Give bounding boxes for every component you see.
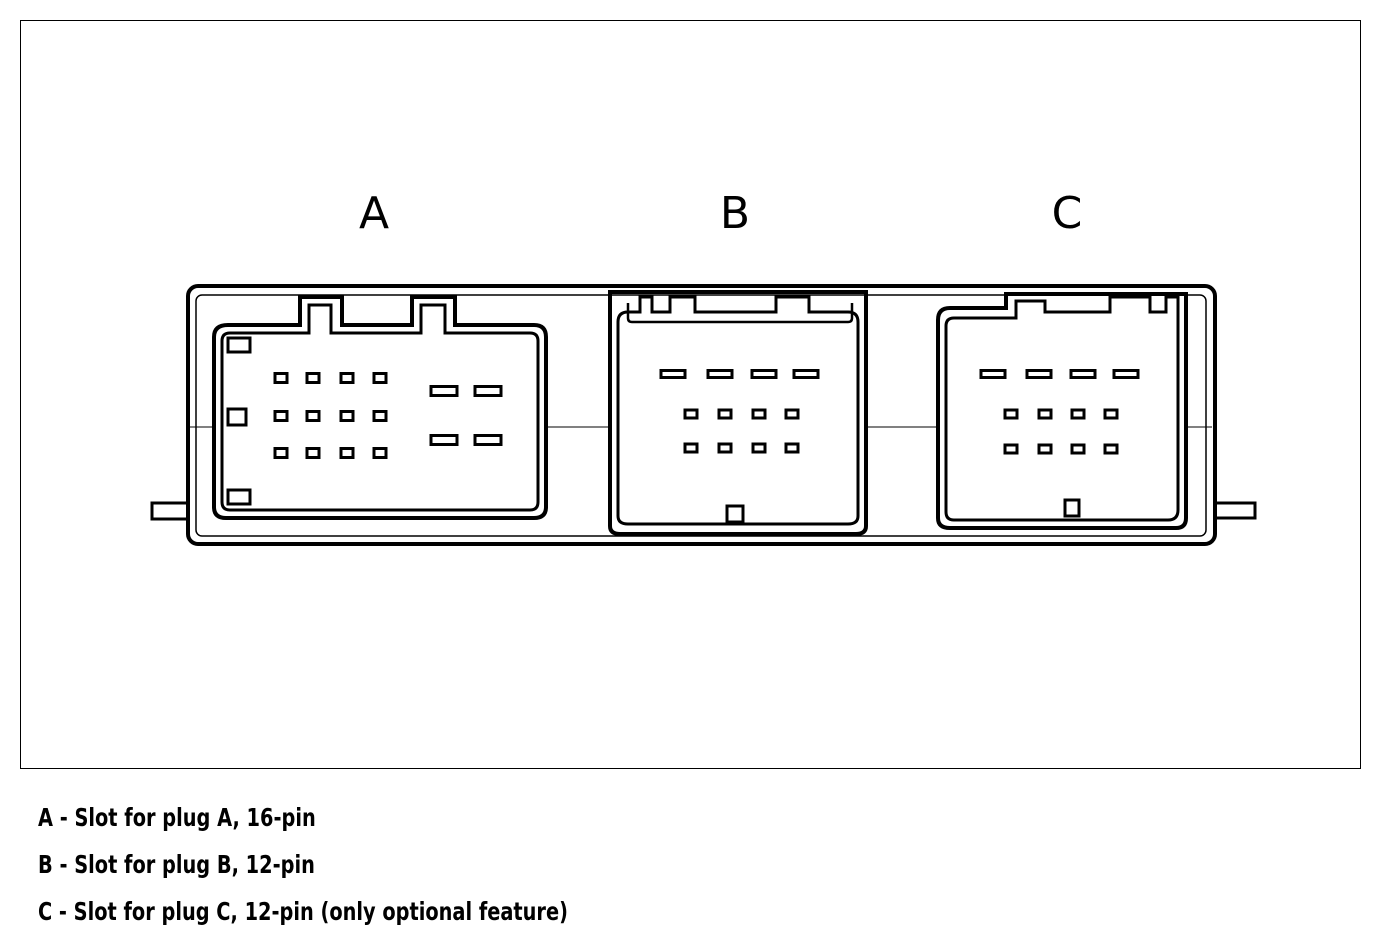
slot-b-pins bbox=[659, 369, 820, 454]
slot-label-b: B bbox=[720, 188, 750, 239]
slot-c bbox=[936, 292, 1188, 530]
pin-cavity-wide bbox=[979, 369, 1007, 379]
slot-a bbox=[212, 295, 548, 520]
slot-b-shroud-inner bbox=[626, 303, 854, 324]
slot-b bbox=[608, 290, 868, 536]
slot-label-c: C bbox=[1052, 188, 1083, 239]
pin-cavity-wide bbox=[473, 434, 503, 446]
pin-cavity bbox=[751, 408, 767, 420]
pin-cavity bbox=[751, 442, 767, 454]
slot-b-inner-outline bbox=[616, 295, 860, 526]
pin-cavity bbox=[1103, 408, 1119, 420]
pin-cavity bbox=[1037, 443, 1053, 455]
pin-cavity bbox=[372, 410, 388, 422]
slot-c-inner-outline bbox=[944, 295, 1180, 522]
slot-label-a: A bbox=[359, 188, 389, 239]
pin-cavity-wide bbox=[1069, 369, 1097, 379]
pin-cavity-wide bbox=[429, 434, 459, 446]
pin-cavity-wide bbox=[1025, 369, 1053, 379]
pin-cavity bbox=[683, 442, 699, 454]
slot-a-outer-outline bbox=[212, 295, 548, 520]
pin-cavity bbox=[339, 447, 355, 459]
pin-cavity bbox=[372, 372, 388, 384]
legend-item-c: C - Slot for plug C, 12-pin (only option… bbox=[38, 897, 568, 926]
legend-item-b: B - Slot for plug B, 12-pin bbox=[38, 850, 315, 879]
diagram-frame bbox=[20, 20, 1361, 769]
pin-cavity bbox=[273, 447, 289, 459]
pin-cavity bbox=[372, 447, 388, 459]
control-unit-housing bbox=[186, 284, 1217, 546]
mounting-tab-left bbox=[150, 501, 192, 521]
pin-cavity-wide bbox=[429, 385, 459, 397]
pin-cavity bbox=[305, 372, 321, 384]
pin-cavity bbox=[1103, 443, 1119, 455]
slot-c-key bbox=[1063, 498, 1081, 518]
pin-cavity bbox=[273, 372, 289, 384]
pin-cavity bbox=[683, 408, 699, 420]
slot-a-key-bottom bbox=[226, 488, 252, 506]
pin-cavity bbox=[717, 442, 733, 454]
slot-a-key-middle bbox=[226, 407, 248, 427]
slot-c-pins bbox=[979, 369, 1140, 455]
slot-b-outer-outline bbox=[608, 290, 868, 536]
pin-cavity bbox=[1003, 408, 1019, 420]
legend-item-a: A - Slot for plug A, 16-pin bbox=[38, 803, 316, 832]
pin-cavity-wide bbox=[706, 369, 734, 379]
mounting-tab-right bbox=[1212, 501, 1257, 520]
pin-cavity-wide bbox=[792, 369, 820, 379]
slot-a-key-top bbox=[226, 336, 252, 354]
pin-cavity bbox=[305, 447, 321, 459]
pin-cavity-wide bbox=[659, 369, 687, 379]
slot-a-inner-outline bbox=[220, 303, 540, 512]
pin-cavity bbox=[305, 410, 321, 422]
pin-cavity bbox=[784, 442, 800, 454]
slot-b-key bbox=[725, 504, 745, 524]
pin-cavity bbox=[1070, 408, 1086, 420]
pin-cavity-wide bbox=[1112, 369, 1140, 379]
pin-cavity-wide bbox=[750, 369, 778, 379]
pin-cavity bbox=[339, 410, 355, 422]
pin-cavity-wide bbox=[473, 385, 503, 397]
slot-c-outer-outline bbox=[936, 292, 1188, 530]
pin-cavity bbox=[717, 408, 733, 420]
pin-cavity bbox=[273, 410, 289, 422]
legend: A - Slot for plug A, 16-pin B - Slot for… bbox=[38, 794, 654, 935]
slot-a-pins bbox=[273, 372, 503, 459]
pin-cavity bbox=[784, 408, 800, 420]
pin-cavity bbox=[1037, 408, 1053, 420]
pin-cavity bbox=[1070, 443, 1086, 455]
pin-cavity bbox=[1003, 443, 1019, 455]
pin-cavity bbox=[339, 372, 355, 384]
